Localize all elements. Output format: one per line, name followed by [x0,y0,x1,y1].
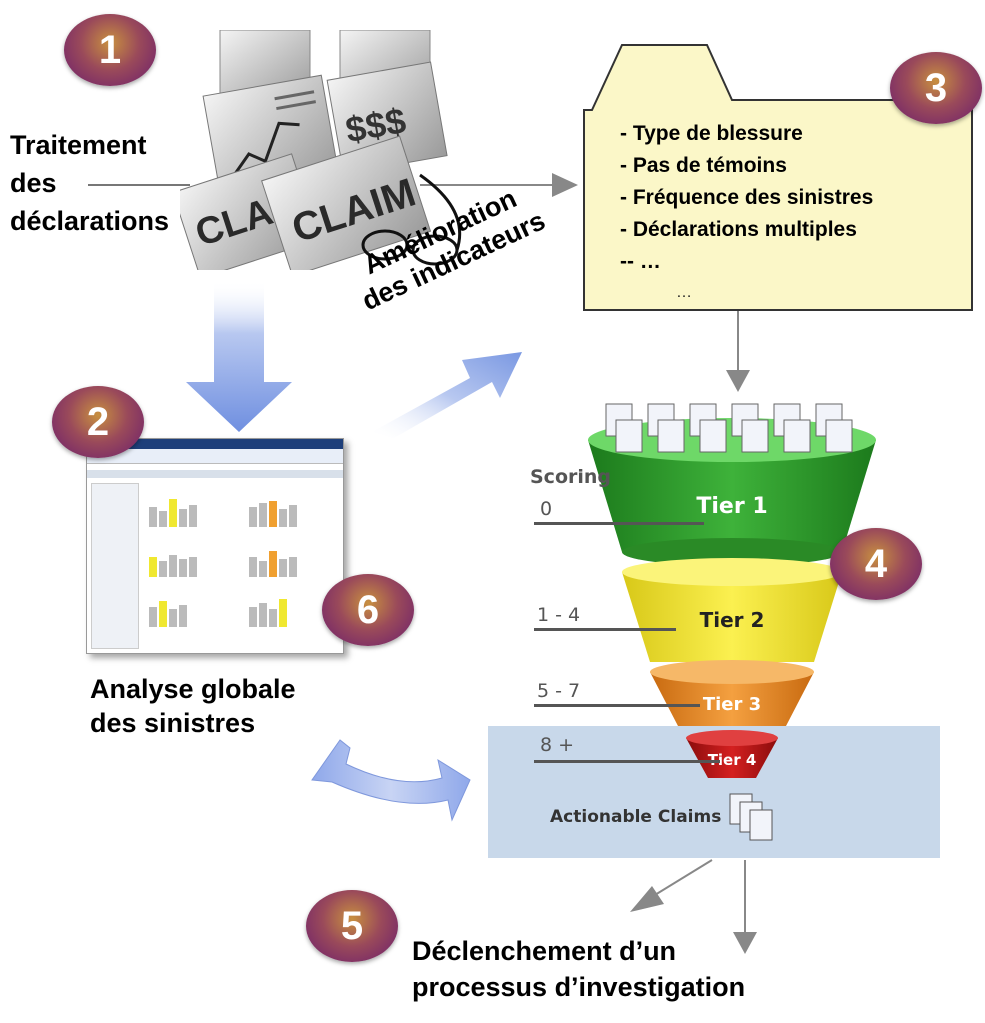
blue-diagonal-arrow [372,352,522,438]
criterion-5: -- … [620,250,661,273]
score-1-4: 1 - 4 [537,604,581,626]
step-badge-4: 4 [830,528,922,600]
tier3-segment [650,672,814,726]
score-0: 0 [540,498,553,520]
declenchement-label: Déclenchement d’un processus d’investiga… [412,933,745,1005]
folder-ellipsis: … [676,284,692,301]
documents-icon [729,793,773,841]
step-badge-5: 5 [306,890,398,962]
dashboard-thumbnail [86,438,344,654]
actionable-claims-label: Actionable Claims [550,807,722,827]
criterion-3: - Fréquence des sinistres [620,186,874,209]
folder-shape [583,44,973,311]
tier4-label: Tier 4 [707,751,757,769]
traitement-line3: déclarations [10,206,170,236]
tier4-segment [686,738,778,778]
tier3-label: Tier 3 [702,694,762,715]
out-arrow-left-head [630,886,664,912]
tier1-label: Tier 1 [696,494,768,519]
declenchement-line2: processus d’investigation [412,972,746,1002]
criterion-4: - Déclarations multiples [620,218,857,241]
traitement-label: Traitement des déclarations [10,126,169,240]
out-arrow-left-line [649,859,713,899]
step-badge-3: 3 [890,52,982,124]
criterion-2: - Pas de témoins [620,154,787,177]
analyse-label: Analyse globale des sinistres [90,672,296,740]
traitement-line1: Traitement [10,130,147,160]
score-5-7: 5 - 7 [537,680,581,702]
score-8-plus: 8 + [540,734,575,756]
scoring-label: Scoring [530,466,612,488]
declenchement-line1: Déclenchement d’un [412,936,677,966]
traitement-line2: des [10,168,57,198]
step-badge-1: 1 [64,14,156,86]
step-badge-2: 2 [52,386,144,458]
tier2-label: Tier 2 [699,608,765,632]
tier2-segment [622,572,842,662]
step-badge-6: 6 [322,574,414,646]
blue-double-arrow [311,739,471,822]
score-1-4-line [534,628,676,631]
analyse-line1: Analyse globale [90,674,296,704]
folder-to-funnel-arrowhead [726,370,750,392]
score-8-plus-line [534,760,720,763]
folder-criteria: - Type de blessure - Pas de témoins - Fr… [620,118,960,278]
claim-documents-illustration: $$$ CLAIM CLAIM [180,30,462,270]
blue-down-arrow [186,280,292,432]
docs-to-folder-arrowhead [552,173,578,197]
criterion-1: - Type de blessure [620,122,803,145]
score-0-line [534,522,704,525]
out-arrow-down-head [733,932,757,954]
analyse-line2: des sinistres [90,708,256,738]
score-5-7-line [534,704,700,707]
